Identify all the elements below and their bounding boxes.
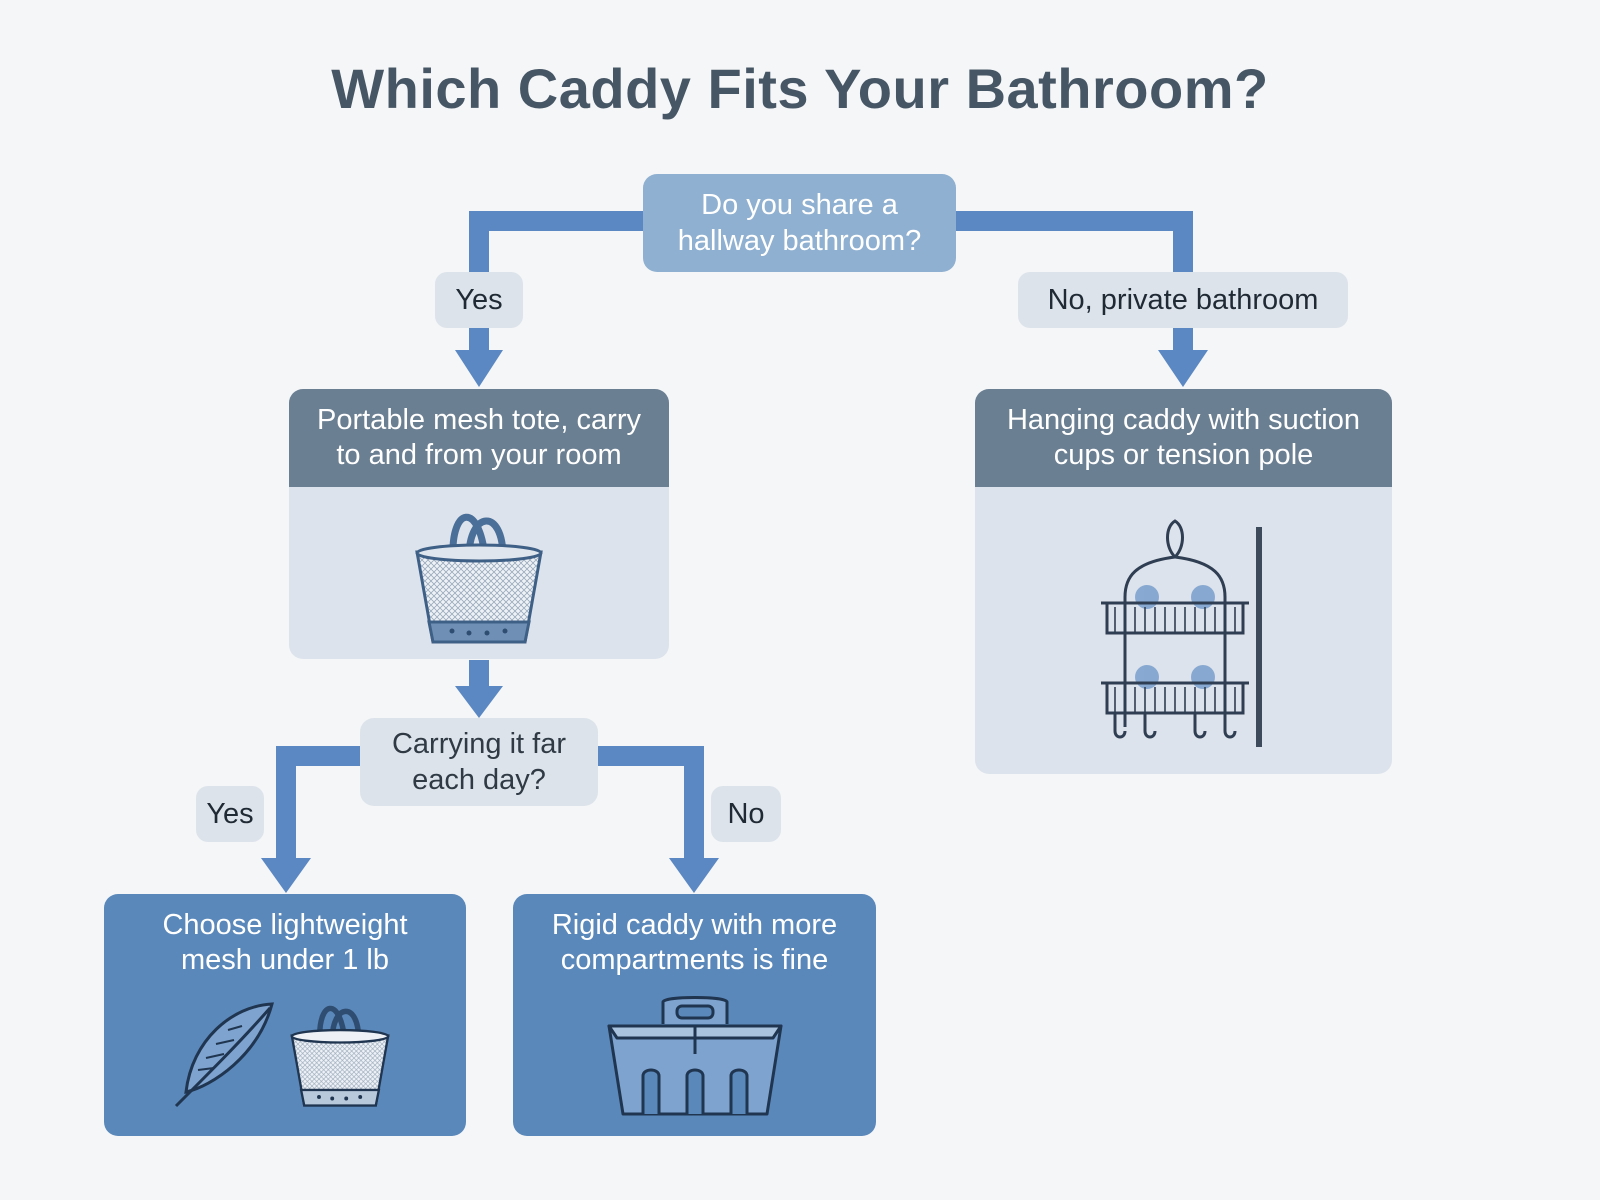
result-rigid-caddy: Rigid caddy with more compartments is fi…: [513, 894, 876, 1136]
card-header: Portable mesh tote, carry to and from yo…: [289, 389, 669, 487]
card-line-1: Hanging caddy with suction: [1006, 403, 1361, 436]
arrowhead-tote-down: [455, 686, 503, 718]
rigid-caddy-icon: [607, 996, 783, 1116]
question-line-2: hallway bathroom?: [677, 225, 922, 257]
hanging-shower-caddy-icon: [1101, 519, 1262, 747]
card-portable-mesh-tote: Portable mesh tote, carry to and from yo…: [289, 389, 669, 659]
arrowhead-main-no: [1158, 350, 1208, 387]
connector-sub-no: [597, 746, 704, 862]
result-line-2: mesh under 1 lb: [181, 944, 389, 977]
result-line-1: Rigid caddy with more: [551, 909, 838, 941]
connector-sub-yes: [276, 746, 362, 862]
sub-label-no: No: [711, 786, 781, 842]
question-carrying-far: Carrying it far each day?: [360, 718, 598, 806]
branch-label-yes: Yes: [435, 272, 523, 328]
question-line-1: Do you share a: [701, 188, 898, 221]
sub-label-yes: Yes: [196, 786, 264, 842]
question-line-1: Carrying it far: [391, 727, 567, 760]
card-line-2: cups or tension pole: [1053, 439, 1314, 471]
mesh-tote-icon: [290, 1005, 390, 1107]
question-shared-bathroom: Do you share a hallway bathroom?: [643, 174, 956, 272]
arrowhead-sub-no: [669, 858, 719, 893]
card-hanging-caddy: Hanging caddy with suction cups or tensi…: [975, 389, 1392, 774]
arrowhead-main-yes: [455, 350, 503, 387]
result-line-2: compartments is fine: [560, 944, 829, 977]
card-line-2: to and from your room: [336, 439, 622, 471]
mesh-tote-icon: [415, 513, 543, 644]
result-lightweight-mesh: Choose lightweight mesh under 1 lb: [104, 894, 466, 1136]
card-header: Hanging caddy with suction cups or tensi…: [975, 389, 1392, 487]
card-line-1: Portable mesh tote, carry: [317, 403, 641, 436]
page-title: Which Caddy Fits Your Bathroom?: [331, 57, 1269, 120]
arrowhead-sub-yes: [261, 858, 311, 893]
result-line-1: Choose lightweight: [162, 909, 408, 941]
question-line-2: each day?: [412, 764, 546, 796]
branch-label-no: No, private bathroom: [1018, 272, 1348, 328]
feather-icon: [174, 1002, 274, 1108]
